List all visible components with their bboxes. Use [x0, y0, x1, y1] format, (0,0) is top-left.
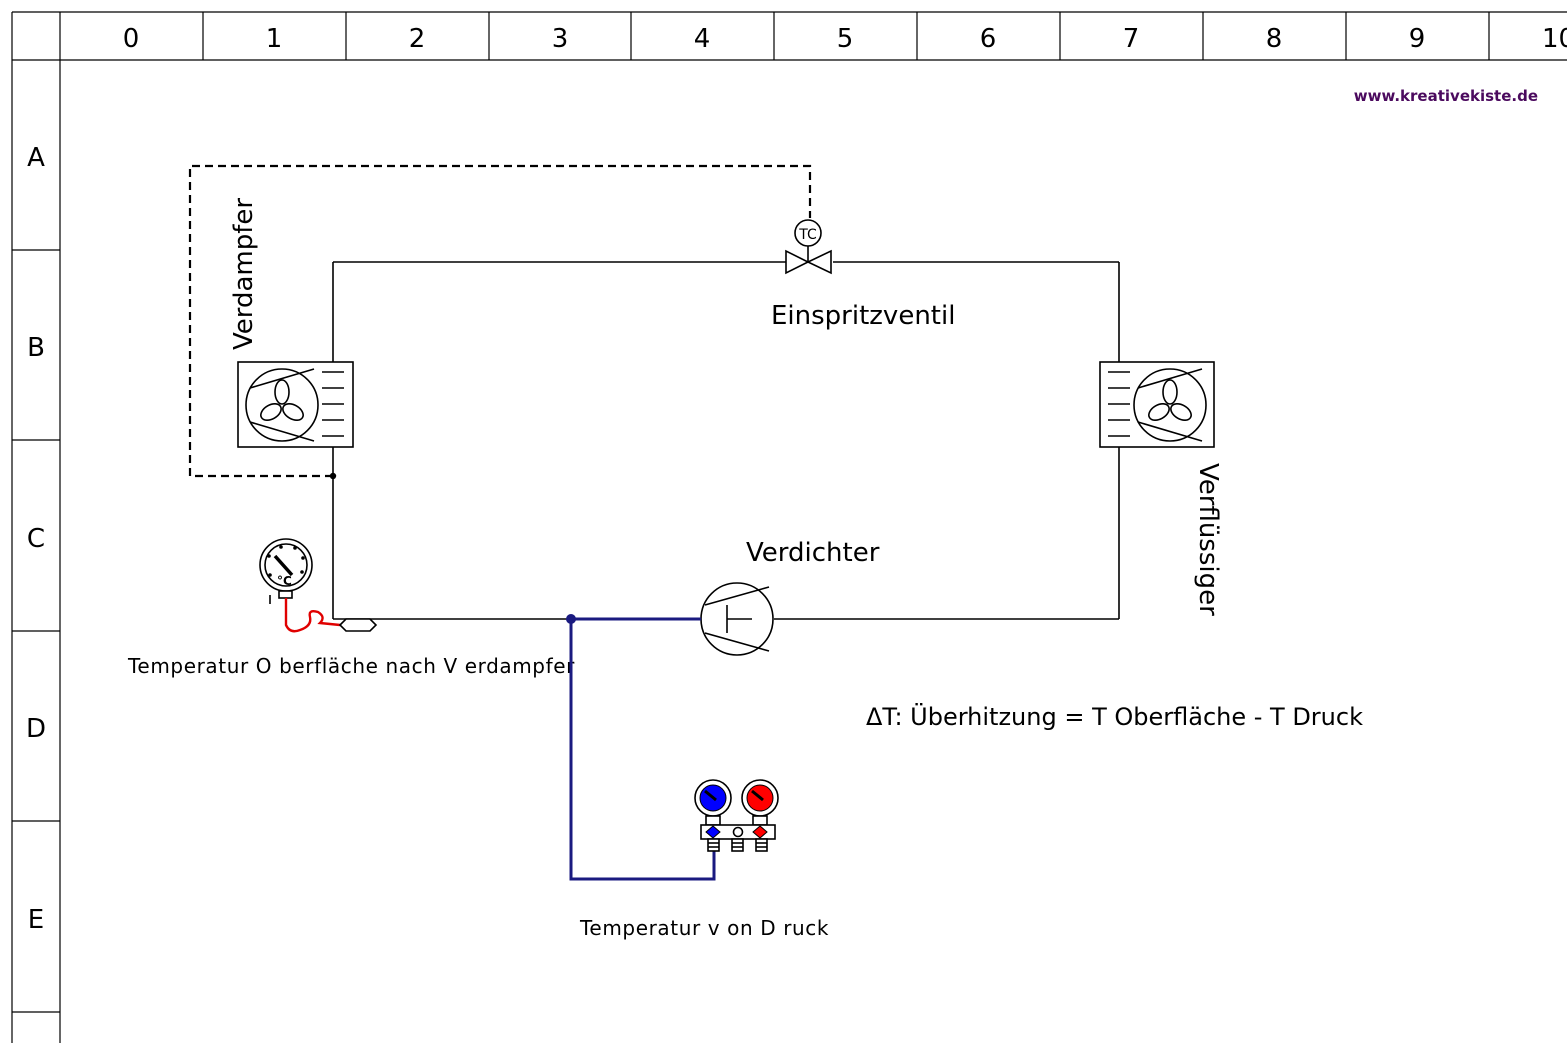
column-header: 8 [1266, 24, 1283, 54]
compressor [700, 582, 774, 656]
pressure-temp-label: Temperatur v on D ruck [579, 916, 829, 940]
fan-icon [260, 379, 304, 421]
column-header: 4 [694, 24, 711, 54]
condenser-label: Verflüssiger [1193, 463, 1223, 616]
thermometer: °C [259, 538, 313, 604]
website-link[interactable]: www.kreativekiste.de [1354, 87, 1538, 105]
column-header: 7 [1123, 24, 1140, 54]
row-headers: A B C D E [26, 143, 46, 935]
suction-junction [566, 614, 576, 624]
gauge-hose [569, 617, 716, 881]
sensor-capillary-dashed [188, 164, 812, 478]
column-header: 3 [552, 24, 569, 54]
grid-frame [11, 11, 1567, 1043]
high-side-valve [752, 825, 768, 839]
superheat-formula: ΔT: Überhitzung = T Oberfläche - T Druck [866, 702, 1363, 731]
column-header: 5 [837, 24, 854, 54]
tc-circle [794, 219, 822, 247]
low-side-valve [705, 825, 721, 839]
row-header: B [27, 333, 45, 363]
high-pressure-gauge [741, 779, 779, 826]
column-header: 2 [409, 24, 426, 54]
compressor-label: Verdichter [746, 538, 880, 568]
column-header: 10 [1542, 24, 1567, 54]
row-header: E [28, 905, 44, 935]
manifold-ports [707, 838, 768, 852]
column-headers: 0 1 2 3 4 5 6 7 8 9 10 [123, 24, 1567, 54]
thermometer-unit: °C [277, 574, 292, 588]
evaporator [237, 361, 354, 448]
expansion-valve: TC [785, 219, 832, 275]
valve-tag: TC [798, 227, 817, 243]
fan-icon [1148, 379, 1192, 421]
refrigerant-circuit [332, 261, 1120, 620]
column-header: 1 [266, 24, 283, 54]
expansion-valve-label: Einspritzventil [771, 301, 955, 331]
column-header: 9 [1409, 24, 1426, 54]
evaporator-label: Verdampfer [229, 198, 259, 350]
surface-sensor [338, 618, 378, 632]
manifold-gauge-set [694, 779, 779, 852]
row-header: C [27, 524, 45, 554]
surface-temp-label: Temperatur O berfläche nach V erdampfer [127, 654, 575, 678]
junction-dot [329, 472, 337, 480]
row-header: A [27, 143, 45, 173]
condenser [1099, 361, 1215, 448]
column-header: 0 [123, 24, 140, 54]
sensor-cable [284, 598, 341, 633]
row-header: D [26, 714, 46, 744]
low-pressure-gauge [694, 779, 732, 826]
column-header: 6 [980, 24, 997, 54]
